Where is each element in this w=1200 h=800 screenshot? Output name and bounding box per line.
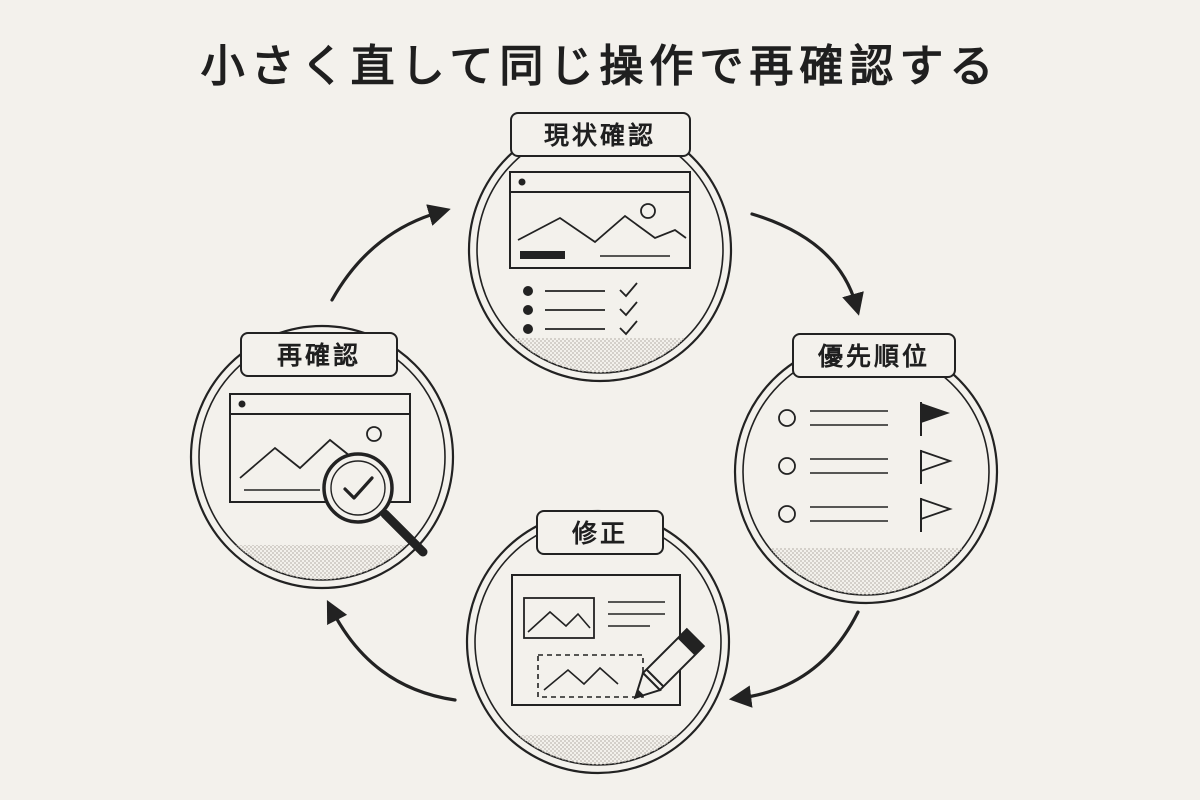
page-title: 小さく直して同じ操作で再確認する (200, 41, 1000, 92)
arrow-step1-to-step2 (750, 212, 864, 316)
step-fix: 修正 (465, 509, 731, 775)
priority-list-flags-icon (778, 402, 953, 532)
step-label-priority: 優先順位 (817, 342, 930, 371)
arrow-step3-to-step4 (326, 600, 457, 702)
browser-window-checklist-icon (509, 171, 691, 336)
step-label-recheck: 再確認 (277, 341, 361, 370)
browser-magnifier-check-icon (229, 393, 428, 557)
step-current-state: 現状確認 (467, 112, 733, 383)
step-recheck: 再確認 (189, 324, 455, 590)
step-label-fix: 修正 (571, 519, 628, 548)
edit-layout-pencil-icon (511, 574, 706, 706)
arrow-step4-to-step1 (330, 204, 451, 302)
arrow-step2-to-step3 (728, 610, 860, 708)
step-label-current-state: 現状確認 (544, 121, 656, 150)
step-priority: 優先順位 (733, 333, 999, 605)
